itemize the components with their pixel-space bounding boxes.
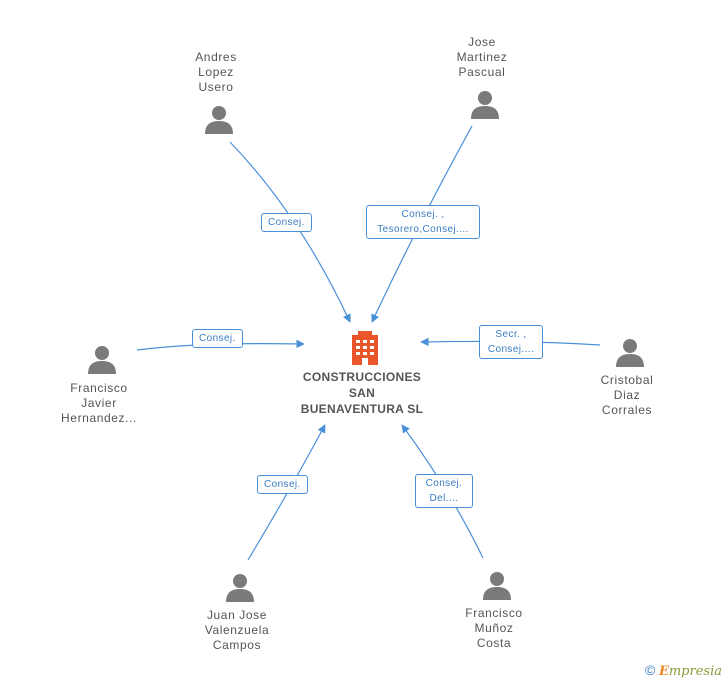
person-name-francisco-javier[interactable]: Francisco Javier Hernandez...	[61, 381, 137, 426]
person-name-line: Juan Jose	[206, 608, 268, 622]
role-line: Consej.	[264, 479, 301, 490]
person-name-line: Corrales	[601, 403, 653, 417]
copyright-icon: ©	[644, 662, 656, 678]
person-name-line: Valenzuela	[204, 623, 270, 637]
role-line: Del....	[429, 493, 459, 504]
building-icon	[352, 331, 378, 365]
role-line: Consej.	[199, 333, 236, 344]
company-name-line: CONSTRUCCIONES	[302, 370, 422, 384]
person-name-line: Martinez	[456, 50, 508, 64]
role-line: Consej. ,	[401, 209, 445, 220]
company-name[interactable]: CONSTRUCCIONES SAN BUENAVENTURA SL	[301, 369, 424, 417]
person-name-andres[interactable]: Andres Lopez Usero	[195, 50, 237, 95]
person-name-line: Pascual	[458, 65, 506, 79]
person-icon[interactable]	[87, 344, 117, 374]
role-label-juan-jose[interactable]: Consej.	[257, 475, 308, 494]
person-icon[interactable]	[615, 337, 645, 367]
brand-logo[interactable]: Empresia	[659, 664, 722, 679]
person-name-line: Hernandez...	[61, 411, 137, 425]
brand-text: mpresia	[668, 664, 722, 679]
footer-brand: © Empresia	[645, 662, 722, 679]
person-name-line: Andres	[195, 50, 237, 64]
person-icon[interactable]	[470, 89, 500, 119]
brand-initial: E	[658, 664, 669, 679]
person-name-line: Usero	[198, 80, 234, 94]
person-name-line: Costa	[476, 636, 512, 650]
person-name-line: Lopez	[198, 65, 234, 79]
person-icon[interactable]	[225, 572, 255, 602]
company-name-line: BUENAVENTURA SL	[300, 402, 424, 416]
role-line: Consej.	[425, 478, 463, 489]
person-name-line: Campos	[212, 638, 262, 652]
role-line: Tesorero,Consej....	[377, 224, 469, 235]
role-label-francisco-javier[interactable]: Consej.	[192, 329, 243, 348]
person-name-line: Javier	[81, 396, 117, 410]
person-name-jose[interactable]: Jose Martinez Pascual	[457, 35, 508, 80]
person-name-francisco-munoz[interactable]: Francisco Muñoz Costa	[465, 606, 522, 651]
role-line: Consej....	[487, 344, 535, 355]
person-name-line: Diaz	[613, 388, 641, 402]
company-name-line: SAN	[348, 386, 376, 400]
role-label-francisco-munoz[interactable]: Consej. Del....	[415, 474, 473, 508]
person-icon[interactable]	[204, 104, 234, 134]
person-name-line: Francisco	[465, 606, 523, 620]
edge-andres	[229, 141, 351, 323]
person-name-juan-jose[interactable]: Juan Jose Valenzuela Campos	[205, 608, 270, 653]
role-line: Secr. ,	[495, 329, 527, 340]
person-icon[interactable]	[482, 570, 512, 600]
person-name-line: Cristobal	[600, 373, 654, 387]
person-name-line: Jose	[468, 35, 496, 49]
person-name-line: Francisco	[70, 381, 128, 395]
person-name-cristobal[interactable]: Cristobal Diaz Corrales	[601, 373, 654, 418]
role-line: Consej.	[268, 217, 305, 228]
role-label-andres[interactable]: Consej.	[261, 213, 312, 232]
role-label-jose[interactable]: Consej. , Tesorero,Consej....	[366, 205, 480, 239]
person-name-line: Muñoz	[474, 621, 514, 635]
role-label-cristobal[interactable]: Secr. , Consej....	[479, 325, 543, 359]
